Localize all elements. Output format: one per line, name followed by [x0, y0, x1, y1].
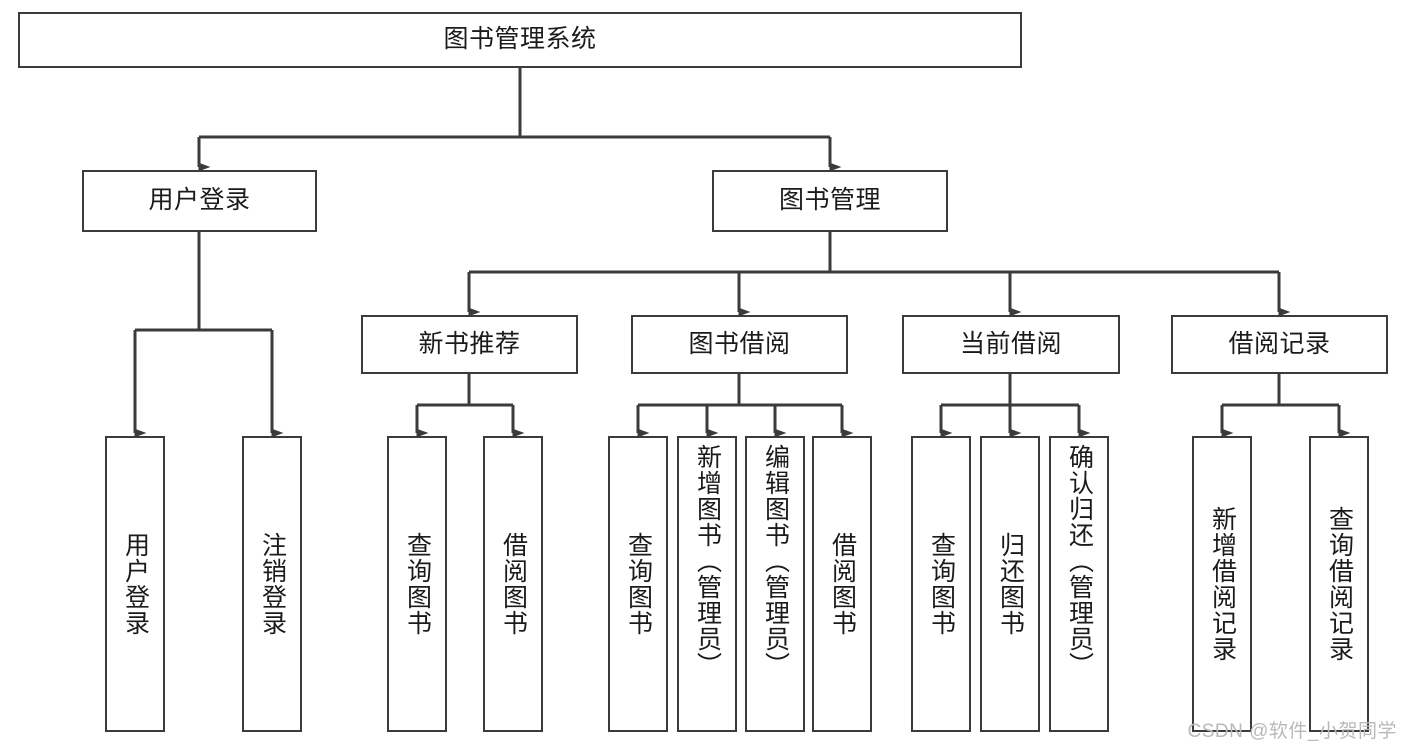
leaf-record-query-label: 查询借阅记录 — [1325, 506, 1354, 662]
leaf-user-login-signin[interactable]: 用户登录 — [105, 436, 165, 732]
leaf-user-login-signout-label: 注销登录 — [258, 532, 287, 636]
node-root-system-label: 图书管理系统 — [443, 25, 597, 54]
leaf-borrow-query-book-label: 查询图书 — [624, 532, 653, 636]
leaf-borrow-add-book-label: 新增图书（管理员） — [693, 444, 722, 678]
node-book-borrow[interactable]: 图书借阅 — [631, 315, 848, 374]
leaf-new-book-borrow[interactable]: 借阅图书 — [483, 436, 543, 732]
leaf-new-book-query-label: 查询图书 — [403, 532, 432, 636]
node-new-book-recommend-label: 新书推荐 — [418, 329, 521, 358]
leaf-current-confirm-return-label: 确认归还（管理员） — [1065, 444, 1094, 678]
leaf-borrow-edit-book-label: 编辑图书（管理员） — [761, 444, 790, 678]
leaf-borrow-borrow-book[interactable]: 借阅图书 — [812, 436, 872, 732]
node-current-borrow[interactable]: 当前借阅 — [902, 315, 1120, 374]
node-user-login[interactable]: 用户登录 — [82, 170, 317, 232]
leaf-borrow-add-book[interactable]: 新增图书（管理员） — [677, 436, 737, 732]
leaf-new-book-query[interactable]: 查询图书 — [387, 436, 447, 732]
leaf-current-query-book-label: 查询图书 — [927, 532, 956, 636]
edge-group-borrow-record — [1220, 374, 1351, 438]
leaf-current-return-book-label: 归还图书 — [996, 532, 1025, 636]
leaf-borrow-query-book[interactable]: 查询图书 — [608, 436, 668, 732]
node-new-book-recommend[interactable]: 新书推荐 — [361, 315, 578, 374]
edge-group-new-book — [415, 374, 525, 438]
leaf-record-add[interactable]: 新增借阅记录 — [1192, 436, 1252, 732]
node-root-system[interactable]: 图书管理系统 — [18, 12, 1022, 68]
leaf-borrow-edit-book[interactable]: 编辑图书（管理员） — [745, 436, 805, 732]
node-borrow-record-label: 借阅记录 — [1228, 329, 1331, 358]
leaf-current-return-book[interactable]: 归还图书 — [980, 436, 1040, 732]
node-book-management-label: 图书管理 — [778, 186, 881, 215]
leaf-new-book-borrow-label: 借阅图书 — [499, 532, 528, 636]
leaf-borrow-borrow-book-label: 借阅图书 — [828, 532, 857, 636]
node-book-management[interactable]: 图书管理 — [712, 170, 948, 232]
leaf-record-query[interactable]: 查询借阅记录 — [1309, 436, 1369, 732]
edge-group-current-borrow — [939, 374, 1091, 438]
edge-group-user-login — [133, 232, 284, 438]
node-user-login-label: 用户登录 — [148, 186, 251, 215]
leaf-record-add-label: 新增借阅记录 — [1208, 506, 1237, 662]
edge-group-book-management — [467, 232, 1291, 317]
leaf-user-login-signout[interactable]: 注销登录 — [242, 436, 302, 732]
node-current-borrow-label: 当前借阅 — [959, 329, 1062, 358]
edge-group-borrow — [636, 374, 854, 438]
leaf-current-confirm-return[interactable]: 确认归还（管理员） — [1049, 436, 1109, 732]
leaf-current-query-book[interactable]: 查询图书 — [911, 436, 971, 732]
edge-group-root — [197, 68, 842, 172]
node-book-borrow-label: 图书借阅 — [688, 329, 791, 358]
node-borrow-record[interactable]: 借阅记录 — [1171, 315, 1388, 374]
leaf-user-login-signin-label: 用户登录 — [121, 532, 150, 636]
